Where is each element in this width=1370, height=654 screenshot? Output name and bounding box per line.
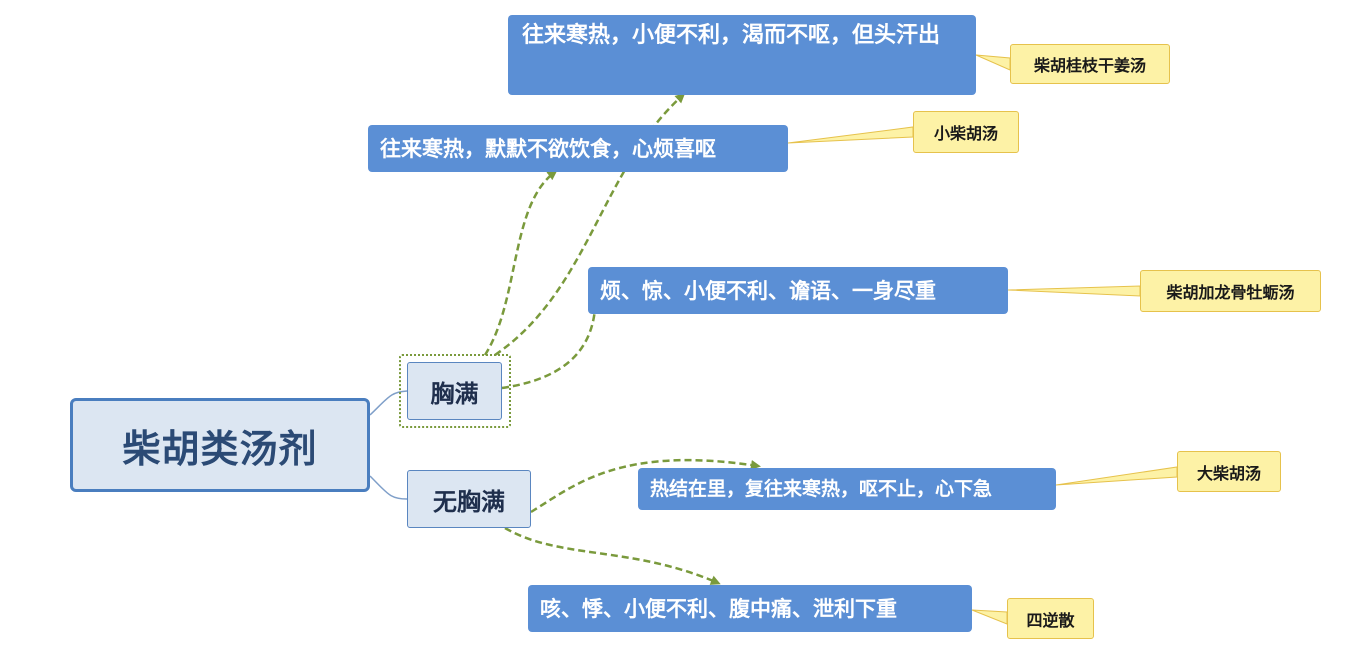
formula-tag-5[interactable]: 四逆散 — [1007, 598, 1094, 639]
formula-tag-2[interactable]: 小柴胡汤 — [913, 111, 1019, 153]
callout-pointer-1 — [975, 54, 1011, 71]
connector-root-branch-2 — [369, 475, 408, 500]
callout-pointer-4 — [1055, 466, 1178, 486]
formula-tag-4[interactable]: 大柴胡汤 — [1177, 451, 1281, 492]
arrow-to-item-3 — [501, 282, 601, 390]
symptom-node-1[interactable]: 往来寒热，小便不利，渴而不呕，但头汗出 — [508, 15, 976, 95]
connector-root-branch-1 — [369, 390, 408, 416]
formula-tag-3[interactable]: 柴胡加龙骨牡蛎汤 — [1140, 270, 1321, 312]
branch-no-chest-fullness[interactable]: 无胸满 — [407, 470, 531, 528]
arrow-to-item-5 — [504, 526, 721, 585]
symptom-node-4[interactable]: 热结在里，复往来寒热，呕不止，心下急 — [638, 468, 1056, 510]
arrow-to-item-4 — [530, 458, 761, 514]
callout-pointer-5 — [971, 609, 1008, 625]
symptom-node-5[interactable]: 咳、悸、小便不利、腹中痛、泄利下重 — [528, 585, 972, 632]
symptom-node-3[interactable]: 烦、惊、小便不利、谵语、一身尽重 — [588, 267, 1008, 314]
branch-chest-fullness[interactable]: 胸满 — [407, 362, 502, 420]
callout-pointer-2 — [787, 126, 914, 144]
callout-pointer-3 — [1007, 285, 1141, 297]
formula-tag-1[interactable]: 柴胡桂枝干姜汤 — [1010, 44, 1170, 84]
selection-frame — [399, 354, 511, 428]
arrow-to-item-2 — [483, 170, 558, 356]
symptom-node-2[interactable]: 往来寒热，默默不欲饮食，心烦喜呕 — [368, 125, 788, 172]
root-topic[interactable]: 柴胡类汤剂 — [70, 398, 370, 492]
